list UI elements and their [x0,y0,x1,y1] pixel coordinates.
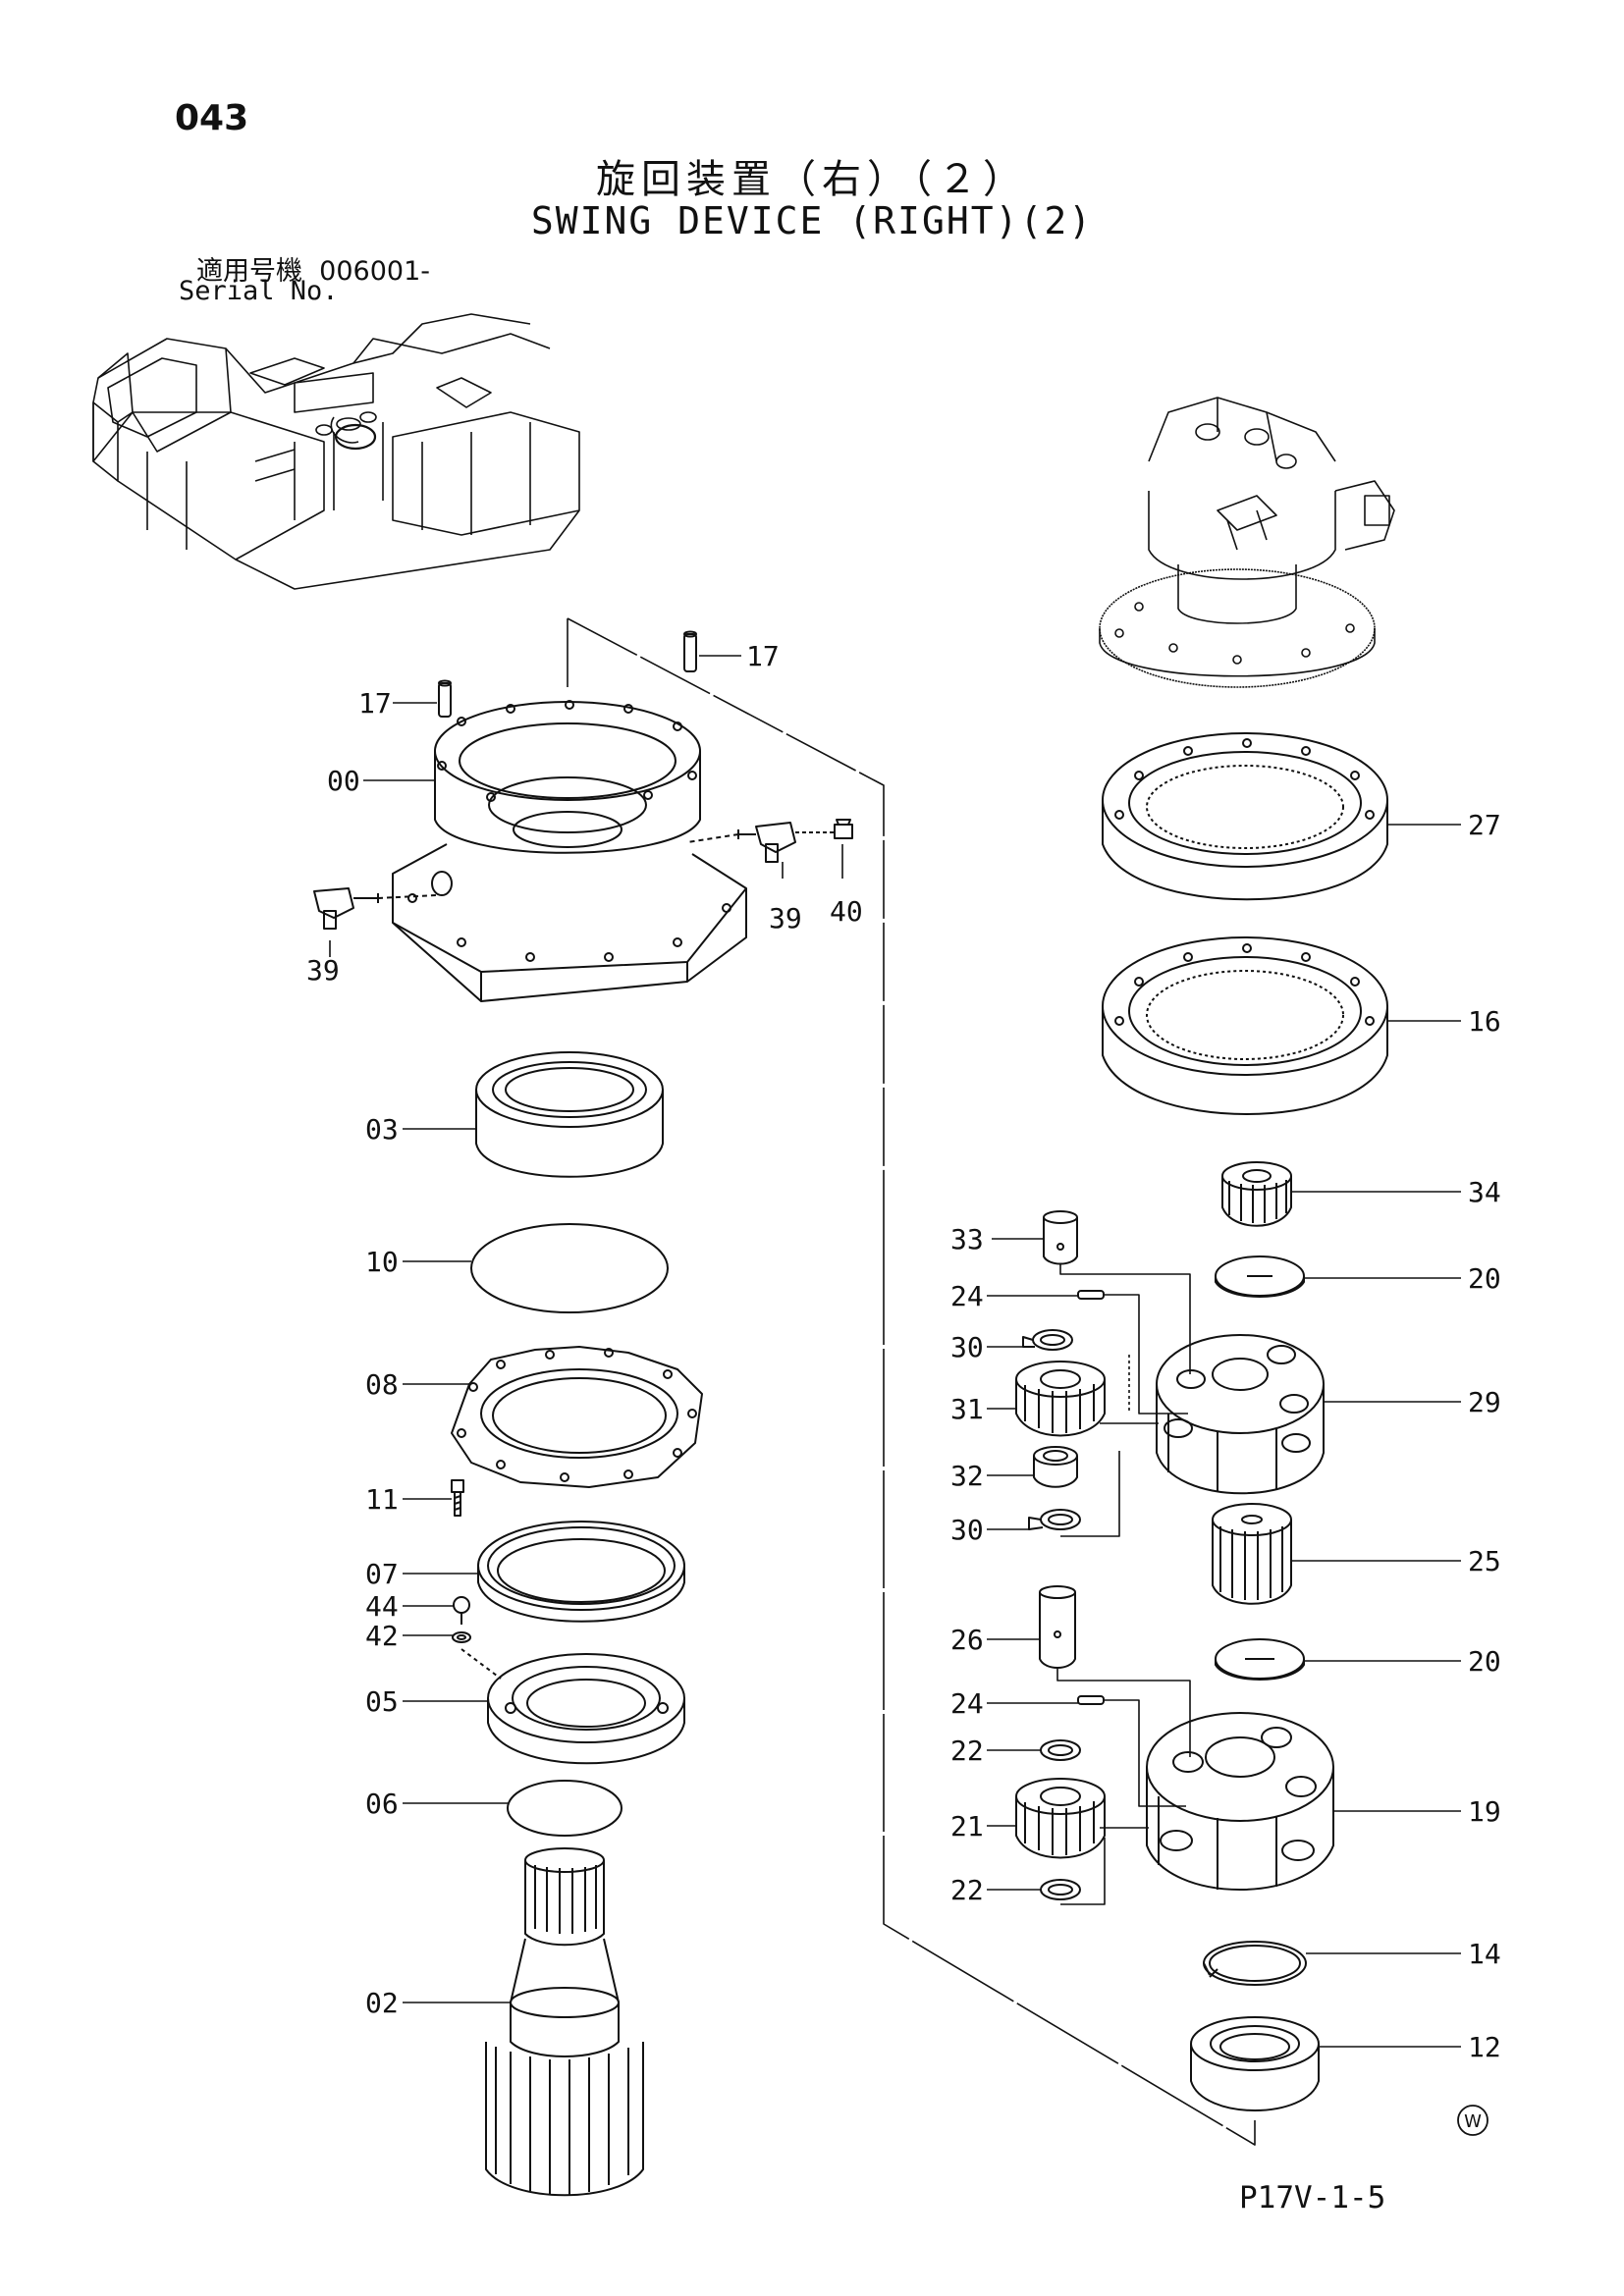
part-19-planetary-carrier [1146,1712,1334,1891]
part-22-thrust-washer-lower [1040,1879,1081,1900]
part-25-sun-gear [1212,1503,1292,1605]
part-11-bolt [451,1479,464,1517]
part-33-pin [1043,1210,1078,1265]
part-21-planetary-gear [1015,1778,1106,1859]
part-20-thrust-plate-lower [1215,1638,1305,1681]
title-english: SWING DEVICE (RIGHT)(2) [530,199,1094,242]
part-34-sun-gear [1221,1161,1292,1227]
page-number: 043 [175,98,249,138]
part-42-washer [452,1631,471,1643]
part-20-thrust-plate-upper [1215,1255,1305,1298]
part-29-planetary-carrier [1156,1334,1325,1495]
label-44: 44 [365,1590,399,1623]
part-24-roll-pin-upper [1077,1290,1105,1300]
label-11: 11 [365,1483,399,1516]
part-07-oil-seal [477,1521,685,1623]
part-24-roll-pin-lower [1077,1695,1105,1705]
part-31-planetary-gear [1015,1361,1106,1437]
dashed-line-42-to-05 [460,1648,502,1680]
label-07: 07 [365,1558,399,1590]
part-05-ring-gear-housing [487,1653,685,1765]
part-44-screw [453,1596,470,1625]
part-32-needle-bearing [1033,1446,1078,1488]
label-05: 05 [365,1685,399,1718]
label-30-lower: 30 [950,1514,984,1546]
label-34: 34 [1468,1176,1501,1208]
label-00: 00 [327,765,360,797]
label-27: 27 [1468,809,1501,841]
part-00-swing-housing [392,700,747,1002]
circled-w-mark: W [1457,2105,1489,2136]
part-26-pin [1039,1585,1076,1669]
label-40: 40 [830,895,863,928]
label-21: 21 [950,1810,984,1842]
label-20-lower: 20 [1468,1645,1501,1678]
part-30-thrust-washer-lower [1028,1509,1081,1530]
label-24-lower: 24 [950,1687,984,1720]
part-03-bearing [475,1051,664,1178]
serial-number-value: 006001- [319,256,430,287]
drawing-code: P17V-1-5 [1239,2180,1386,2216]
part-40-plug [795,819,853,839]
label-32: 32 [950,1460,984,1492]
label-30-upper: 30 [950,1331,984,1363]
part-17-pin-left [438,679,452,718]
part-02-pinion-shaft [485,1847,644,2197]
part-22-thrust-washer-upper [1040,1739,1081,1761]
title-japanese: 旋回装置（右）（２） [596,157,1028,202]
label-19: 19 [1468,1795,1501,1828]
part-12-bearing [1190,2016,1320,2111]
part-30-thrust-washer-upper [1022,1329,1073,1351]
label-16: 16 [1468,1005,1501,1038]
label-03: 03 [365,1113,399,1146]
serial-label-japanese: 適用号機 006001- [196,249,430,288]
part-17-pin-right [683,630,697,672]
label-25: 25 [1468,1545,1501,1577]
label-17-left: 17 [358,687,392,720]
label-39-left: 39 [306,954,340,987]
label-12: 12 [1468,2031,1501,2063]
part-06-shim [507,1780,623,1837]
circled-w-letter: W [1464,2111,1482,2132]
label-33: 33 [950,1223,984,1255]
label-22-lower: 22 [950,1874,984,1906]
part-39-sensor-left [313,887,438,930]
part-16-ring-gear [1102,936,1388,1115]
part-14-snap-ring [1203,1941,1307,1986]
part-27-ring-gear [1102,732,1388,901]
label-22-upper: 22 [950,1735,984,1767]
label-10: 10 [365,1246,399,1278]
part-08-cover-plate [451,1346,703,1488]
label-17-right: 17 [746,640,780,672]
serial-label-jp-text: 適用号機 [196,256,302,287]
label-29: 29 [1468,1386,1501,1418]
part-number-labels: 17 17 00 39 39 40 03 10 08 11 07 44 42 0… [306,640,1501,2063]
planetary-reference-lines [1056,1264,1191,1905]
label-42: 42 [365,1620,399,1652]
label-20-upper: 20 [1468,1262,1501,1295]
label-02: 02 [365,1987,399,2019]
label-06: 06 [365,1788,399,1820]
excavator-overview-illustration [92,313,580,590]
serial-label-english: Serial No. [179,276,339,306]
swing-motor-assembly-illustration [1099,397,1395,688]
label-24-upper: 24 [950,1280,984,1312]
part-10-shim [470,1223,669,1313]
assembly-reference-lines [567,617,1256,2146]
label-31: 31 [950,1393,984,1425]
leader-lines [329,655,1461,2048]
part-39-sensor-right [686,822,796,863]
label-39-right: 39 [769,902,802,934]
label-08: 08 [365,1368,399,1401]
label-14: 14 [1468,1938,1501,1970]
label-26: 26 [950,1624,984,1656]
